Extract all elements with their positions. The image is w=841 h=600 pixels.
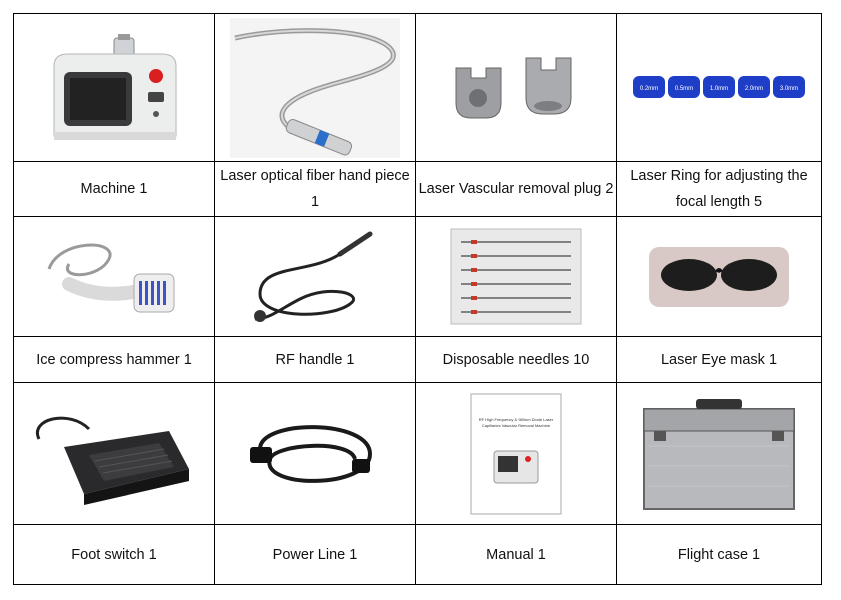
item-label: Disposable needles 10 [415,336,617,383]
fiber-handpiece-image [230,17,400,158]
flight-case-image [643,399,795,510]
label-row-3: Foot switch 1 Power Line 1 Manual 1 Flig… [13,524,822,585]
packing-list-table: 0.2mm 0.5mm 1.0mm 2.0mm 3.0mm Machine 1 Lase… [13,13,822,585]
eye-mask-image [649,246,789,307]
power-line-image [250,424,373,483]
manual-image: RF High Frequency & 980nm Diode Laser Ca… [470,393,562,514]
item-label: Power Line 1 [214,524,416,585]
item-label: Ice compress hammer 1 [13,336,215,383]
focal-ring [703,75,735,98]
item-label: Laser Vascular removal plug 2 [415,161,617,217]
focal-ring-label: 1.0mm [710,86,728,92]
vascular-plug-image [455,57,572,118]
focal-ring-label: 0.5mm [675,86,693,92]
manual-cover-subtitle: Capillaries Vascular Removal Machine [482,423,551,428]
manual-image-cell: RF High Frequency & 980nm Diode Laser Ca… [415,382,617,525]
foot-switch-image [35,416,189,505]
focal-ring [633,75,665,98]
item-label: Laser Eye mask 1 [616,336,822,383]
label-row-2: Ice compress hammer 1 RF handle 1 Dispos… [13,336,822,383]
image-row-2 [13,216,822,337]
rf-handle-image-cell [214,216,416,337]
item-label: Flight case 1 [616,524,822,585]
focal-ring [773,75,805,98]
item-label: Manual 1 [415,524,617,585]
image-row-3: RF High Frequency & 980nm Diode Laser Ca… [13,382,822,525]
focal-ring [668,75,700,98]
item-label: Machine 1 [13,161,215,217]
foot-switch-image-cell [13,382,215,525]
focal-ring-label: 2.0mm [745,86,763,92]
item-label: RF handle 1 [214,336,416,383]
machine-image [53,33,177,140]
item-label: Foot switch 1 [13,524,215,585]
item-label: Laser optical fiber hand piece 1 [214,161,416,217]
ice-hammer-image-cell [13,216,215,337]
item-label: Laser Ring for adjusting the focal lengt… [616,161,822,217]
focal-ring-label: 3.0mm [780,86,798,92]
focal-ring [738,75,770,98]
ice-hammer-image [47,243,175,313]
fiber-handpiece-image-cell [214,13,416,162]
needles-image [450,228,582,325]
focal-ring-label: 0.2mm [640,86,658,92]
needles-image-cell [415,216,617,337]
machine-image-cell [13,13,215,162]
manual-cover-title: RF High Frequency & 980nm Diode Laser [479,417,554,422]
focal-rings-image-cell: 0.2mm 0.5mm 1.0mm 2.0mm 3.0mm [616,13,822,162]
power-line-image-cell [214,382,416,525]
focal-rings-image: 0.2mm 0.5mm 1.0mm 2.0mm 3.0mm [633,75,805,98]
eye-mask-image-cell [616,216,822,337]
rf-handle-image [254,231,373,322]
flight-case-image-cell [616,382,822,525]
label-row-1: Machine 1 Laser optical fiber hand piece… [13,161,822,217]
image-row-1: 0.2mm 0.5mm 1.0mm 2.0mm 3.0mm [13,13,822,162]
vascular-plug-image-cell [415,13,617,162]
